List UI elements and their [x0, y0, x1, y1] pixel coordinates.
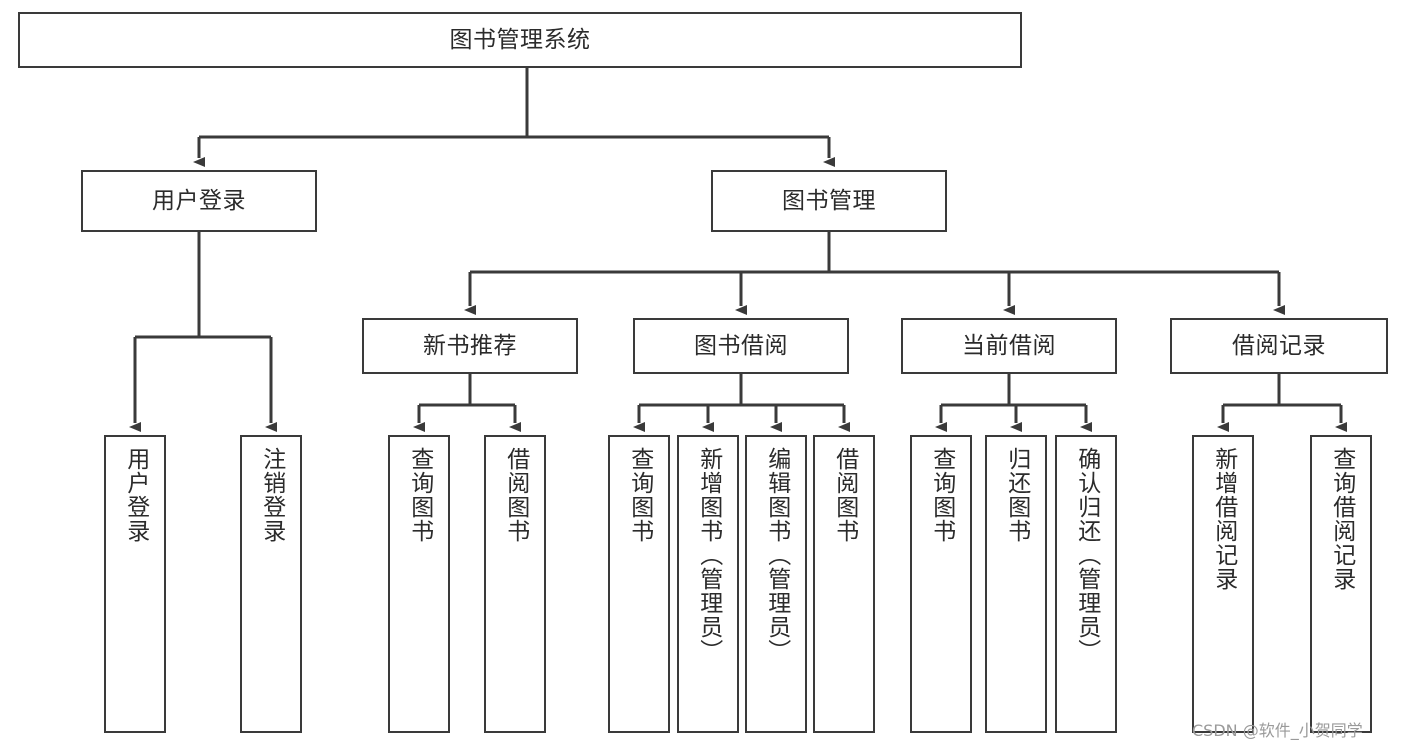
- node-leaf-user-login[interactable]: 用户登录: [104, 435, 166, 733]
- node-user-login[interactable]: 用户登录: [81, 170, 317, 232]
- edge-currentborrow-to-leaves: [935, 374, 1092, 432]
- node-leaf-user-logout-label: 注销登录: [258, 447, 285, 543]
- node-book-manage[interactable]: 图书管理: [711, 170, 947, 232]
- edge-bookborrow-to-leaves: [633, 374, 850, 432]
- node-leaf-query-record-label: 查询借阅记录: [1328, 447, 1355, 591]
- node-leaf-add-record[interactable]: 新增借阅记录: [1192, 435, 1254, 733]
- node-new-book-recommend[interactable]: 新书推荐: [362, 318, 578, 374]
- node-leaf-query-record[interactable]: 查询借阅记录: [1310, 435, 1372, 733]
- node-book-borrow[interactable]: 图书借阅: [633, 318, 849, 374]
- node-root-label: 图书管理系统: [449, 26, 591, 53]
- node-borrow-record-label: 借阅记录: [1232, 332, 1326, 359]
- node-new-book-recommend-label: 新书推荐: [423, 332, 517, 359]
- node-current-borrow-label: 当前借阅: [962, 332, 1056, 359]
- node-leaf-edit-book[interactable]: 编辑图书（管理员）: [745, 435, 807, 733]
- node-leaf-add-book-label: 新增图书（管理员）: [695, 447, 722, 663]
- node-leaf-user-logout[interactable]: 注销登录: [240, 435, 302, 733]
- edge-borrowrecord-to-leaves: [1217, 374, 1347, 432]
- node-leaf-borrow-book-2-label: 借阅图书: [831, 447, 858, 543]
- node-leaf-borrow-book-2[interactable]: 借阅图书: [813, 435, 875, 733]
- node-current-borrow[interactable]: 当前借阅: [901, 318, 1117, 374]
- node-leaf-return-book-label: 归还图书: [1003, 447, 1030, 543]
- node-borrow-record[interactable]: 借阅记录: [1170, 318, 1388, 374]
- node-leaf-query-book-1-label: 查询图书: [406, 447, 433, 543]
- node-root[interactable]: 图书管理系统: [18, 12, 1022, 68]
- node-leaf-borrow-book-1-label: 借阅图书: [502, 447, 529, 543]
- node-leaf-return-book[interactable]: 归还图书: [985, 435, 1047, 733]
- node-leaf-query-book-2[interactable]: 查询图书: [608, 435, 670, 733]
- node-leaf-borrow-book-1[interactable]: 借阅图书: [484, 435, 546, 733]
- node-book-borrow-label: 图书借阅: [694, 332, 788, 359]
- edge-userlogin-to-leaves: [129, 232, 277, 432]
- node-user-login-label: 用户登录: [152, 187, 246, 214]
- node-leaf-confirm-return-label: 确认归还（管理员）: [1073, 447, 1100, 663]
- node-leaf-query-book-2-label: 查询图书: [626, 447, 653, 543]
- node-leaf-query-book-3[interactable]: 查询图书: [910, 435, 972, 733]
- node-leaf-edit-book-label: 编辑图书（管理员）: [763, 447, 790, 663]
- node-leaf-query-book-1[interactable]: 查询图书: [388, 435, 450, 733]
- node-leaf-add-book[interactable]: 新增图书（管理员）: [677, 435, 739, 733]
- edge-root-to-level2: [193, 68, 835, 167]
- edge-recommend-to-leaves: [413, 374, 521, 432]
- node-leaf-add-record-label: 新增借阅记录: [1210, 447, 1237, 591]
- node-book-manage-label: 图书管理: [782, 187, 876, 214]
- node-leaf-query-book-3-label: 查询图书: [928, 447, 955, 543]
- edge-bookmanage-to-level3: [464, 232, 1285, 315]
- node-leaf-confirm-return[interactable]: 确认归还（管理员）: [1055, 435, 1117, 733]
- node-leaf-user-login-label: 用户登录: [122, 447, 149, 543]
